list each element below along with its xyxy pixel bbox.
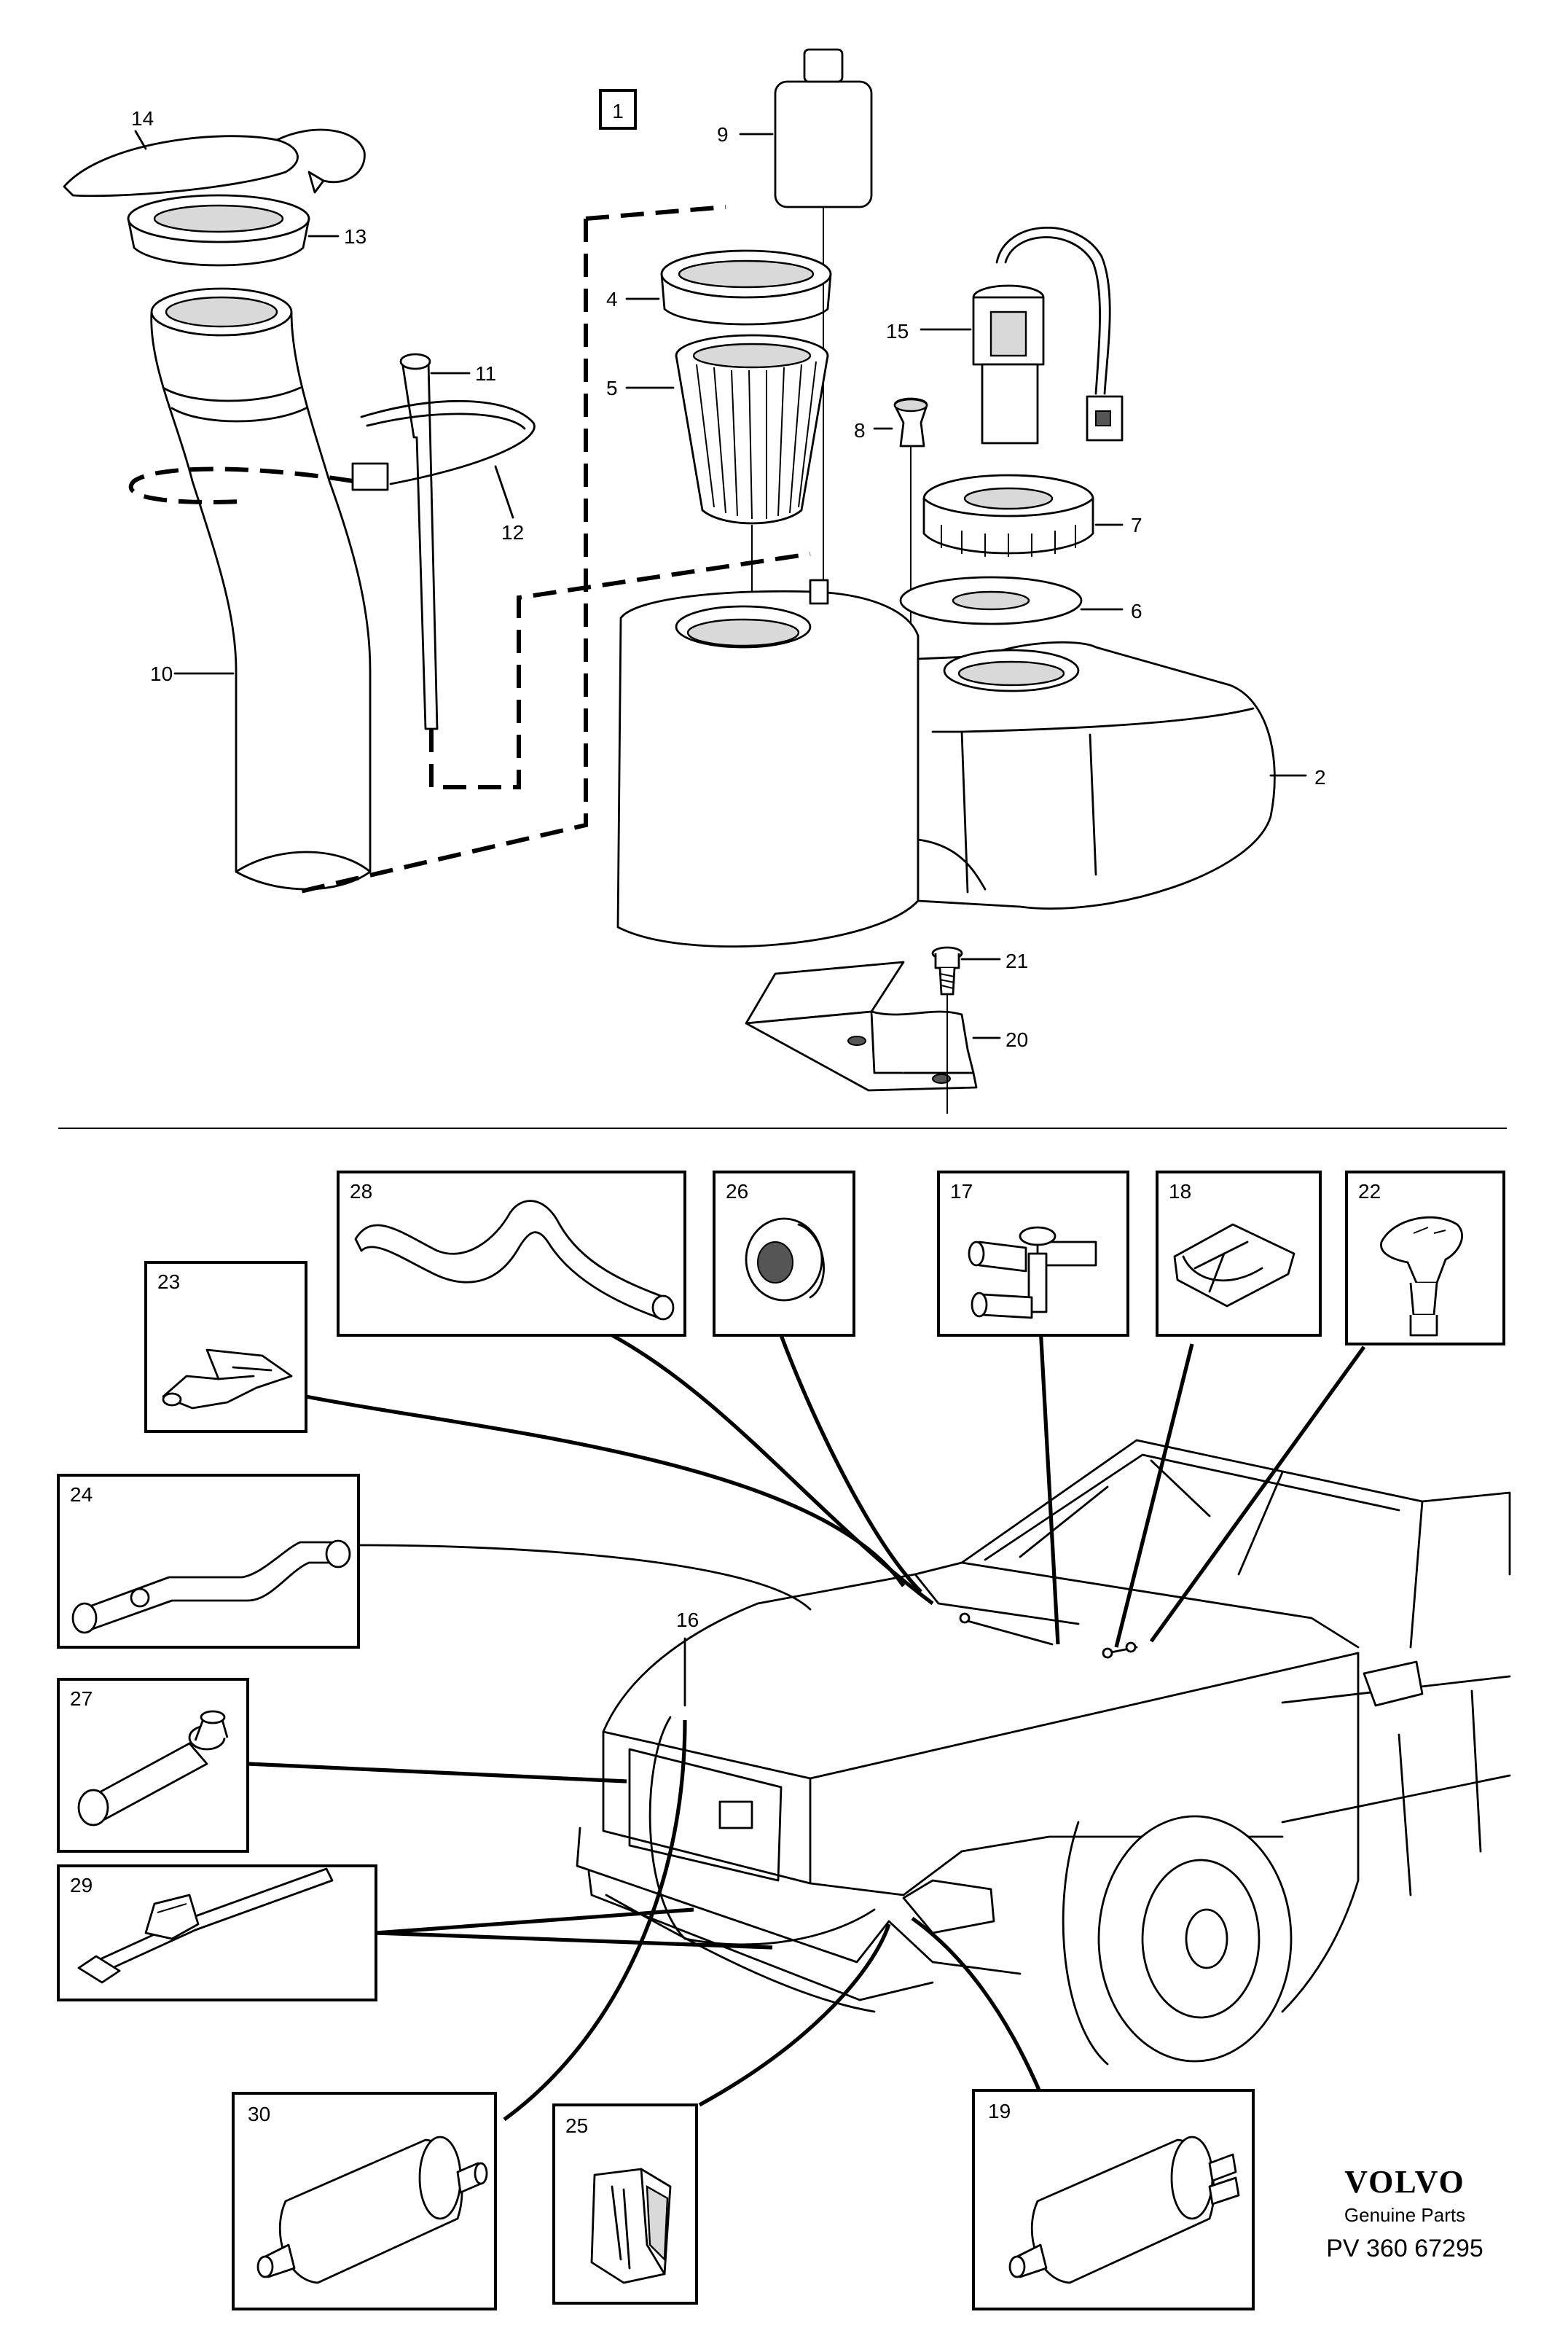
- detail-box-25: 25: [552, 2103, 698, 2305]
- detail-box-17: 17: [937, 1171, 1129, 1337]
- filler-cap: 14: [63, 107, 366, 198]
- detail-box-24: 24: [57, 1474, 360, 1649]
- callout-6: 6: [1131, 600, 1142, 622]
- cable-tie: 12: [128, 399, 536, 544]
- mounting-bracket: 20: [745, 961, 1028, 1114]
- brand-name: VOLVO: [1344, 2164, 1465, 2200]
- lock-nut: 7: [922, 474, 1142, 557]
- box-label-23: 23: [157, 1270, 180, 1293]
- callout-16: 16: [676, 1609, 699, 1631]
- level-sensor: 15: [886, 227, 1124, 445]
- detail-box-29: 29: [57, 1864, 377, 2001]
- box-label-28: 28: [350, 1180, 372, 1203]
- callout-13: 13: [344, 225, 366, 248]
- callout-12: 12: [501, 521, 524, 544]
- callout-7: 7: [1131, 514, 1142, 536]
- detail-box-23: 23: [144, 1261, 307, 1433]
- box-label-27: 27: [70, 1687, 93, 1710]
- box-label-30: 30: [248, 2103, 270, 2125]
- callout-5: 5: [606, 377, 618, 399]
- strainer-basket: 5: [606, 334, 829, 598]
- box-label-18: 18: [1169, 1180, 1191, 1203]
- callout-4: 4: [606, 288, 618, 310]
- strainer-ring: 4: [606, 249, 832, 326]
- brand-block: VOLVO Genuine Parts PV 360 67295: [1326, 2164, 1483, 2262]
- callout-9: 9: [717, 123, 729, 146]
- callout-8: 8: [854, 419, 866, 442]
- brand-subtitle: Genuine Parts: [1344, 2204, 1465, 2226]
- washer-reservoir: 2: [616, 579, 1326, 948]
- filler-tube: 10: [150, 287, 372, 891]
- callout-14: 14: [131, 107, 154, 130]
- detail-box-18: 18: [1156, 1171, 1322, 1337]
- detail-box-22: 22: [1345, 1171, 1505, 1345]
- car-illustration: [576, 1439, 1511, 2066]
- box-label-19: 19: [988, 2100, 1011, 2122]
- callout-11: 11: [475, 362, 496, 385]
- detail-box-27: 27: [57, 1678, 249, 1853]
- washer-hose-callout: 16: [676, 1609, 699, 1707]
- box-label-26: 26: [726, 1180, 748, 1203]
- callout-21: 21: [1006, 950, 1028, 972]
- gasket-ring: 13: [127, 194, 366, 267]
- box-label-17: 17: [950, 1180, 973, 1203]
- group-marker-label: 1: [612, 100, 624, 122]
- detail-box-28: 28: [337, 1171, 686, 1337]
- detail-box-26: 26: [713, 1171, 855, 1337]
- callout-20: 20: [1006, 1028, 1028, 1051]
- box-label-22: 22: [1358, 1180, 1381, 1203]
- callout-10: 10: [150, 663, 173, 685]
- hose: 11: [399, 353, 811, 789]
- box-label-24: 24: [70, 1483, 93, 1506]
- seal-washer: 6: [899, 576, 1142, 625]
- detail-box-19: 19: [972, 2089, 1255, 2310]
- leader-lines: [247, 1326, 1366, 2122]
- callout-2: 2: [1314, 766, 1326, 789]
- diagram-code: PV 360 67295: [1326, 2235, 1483, 2262]
- group-marker: 1: [599, 89, 637, 130]
- detail-box-30: 30: [232, 2092, 497, 2310]
- box-label-25: 25: [565, 2114, 588, 2137]
- callout-15: 15: [886, 320, 909, 343]
- box-label-29: 29: [70, 1874, 93, 1896]
- screw: 21: [931, 946, 1028, 996]
